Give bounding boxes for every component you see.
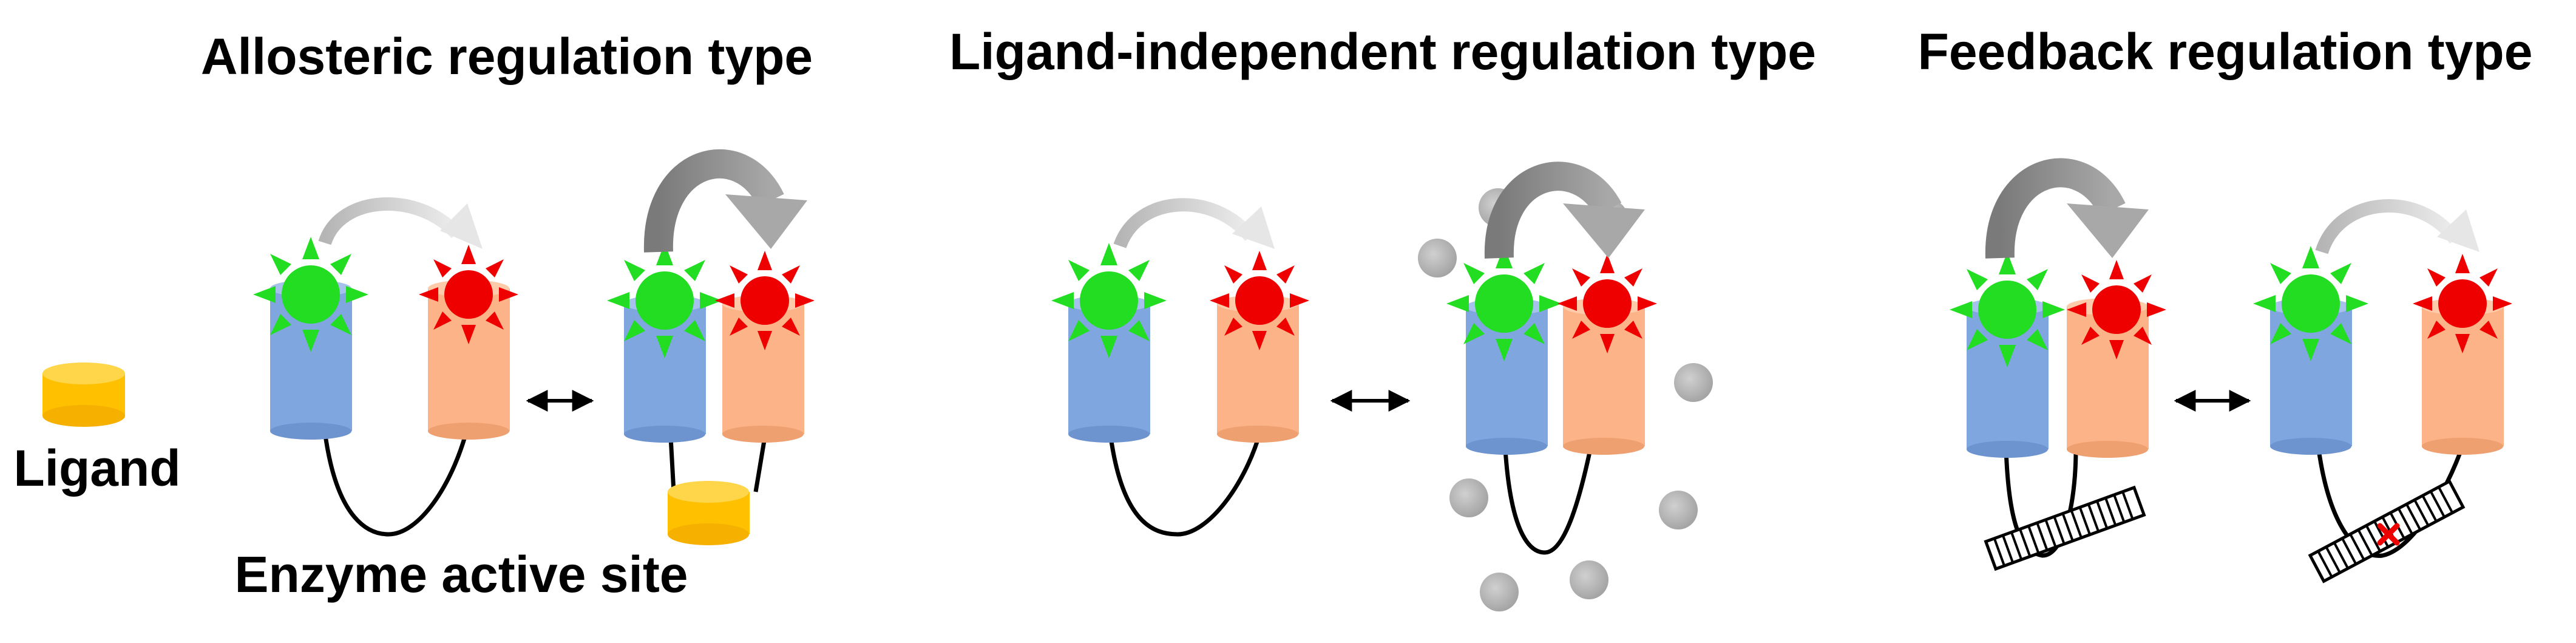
feedback-active-state [1950,158,2166,571]
linker-bar [753,437,767,492]
allosteric-bound-state [607,149,815,545]
gray-particle [1418,239,1457,277]
gray-particle [1449,478,1488,517]
feedback-inhibitor-bar [1984,485,2146,571]
gray-particle [1570,560,1608,599]
ligand-independent-open-state [1051,198,1309,537]
strong-signal-arrow [1985,158,2149,259]
allosteric-open-state [253,197,518,537]
weak-signal-arrow [2315,199,2479,254]
red-burst-icon [2413,254,2512,353]
strong-signal-arrow [643,149,807,253]
linker-bar [668,437,676,492]
gray-particle [1480,573,1519,611]
green-burst-icon [1446,246,1562,361]
ligand-independent-active-state [1418,162,1713,611]
red-burst-icon [2067,260,2166,359]
gray-particle [1674,363,1713,402]
ligand-label: Ligand [13,440,180,497]
bound-ligand-icon [668,481,750,545]
red-burst-icon [715,251,815,350]
linker-loop [322,427,470,537]
feedback-inhibited-state [2253,199,2512,583]
green-burst-icon [1950,252,2065,367]
green-burst-icon [253,237,368,352]
blocked-x-icon [2377,523,2400,546]
orange-helix [2067,298,2149,458]
red-burst-icon [419,245,518,344]
gray-particle [1659,491,1698,529]
weak-signal-arrow [1113,198,1275,249]
linker-loop [1503,449,1593,555]
linker-loop [1108,434,1262,537]
title-allosteric: Allosteric regulation type [201,28,813,85]
orange-helix [428,280,510,440]
ligand-legend-icon [42,362,125,427]
weak-signal-arrow [318,197,483,249]
linker-loop [2004,449,2078,558]
title-ligand-independent: Ligand-independent regulation type [949,23,1816,80]
green-burst-icon [2253,246,2368,361]
strong-signal-arrow [1484,162,1645,259]
red-burst-icon [1557,254,1657,353]
enzyme-active-site-label: Enzyme active site [234,546,688,603]
green-burst-icon [607,243,722,358]
green-burst-icon [1051,243,1167,358]
title-feedback: Feedback regulation type [1918,23,2533,80]
red-burst-icon [1210,251,1309,350]
